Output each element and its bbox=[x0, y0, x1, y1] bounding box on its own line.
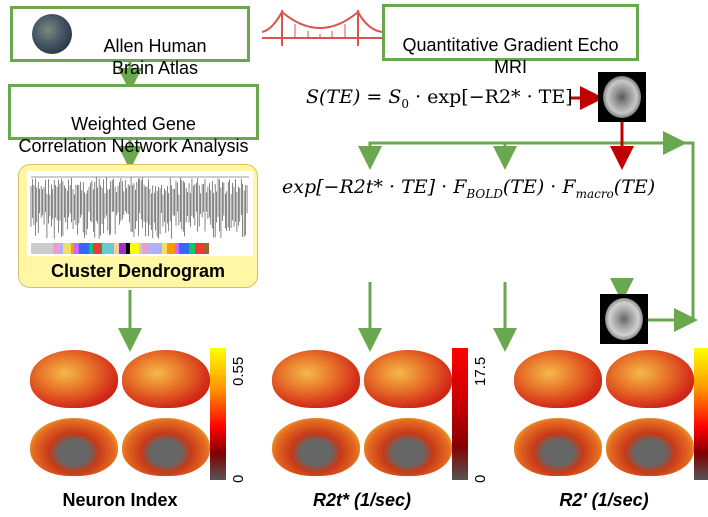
colorbar bbox=[694, 348, 708, 480]
brain-right-medial bbox=[122, 418, 210, 476]
qge-mri-box: Quantitative Gradient Echo MRI bbox=[382, 4, 639, 77]
colorbar-min-label: 0 bbox=[472, 474, 489, 483]
module-color-band bbox=[195, 243, 203, 254]
signal-s0: S bbox=[388, 86, 402, 108]
colorbar-max-label: 0.55 bbox=[230, 356, 247, 386]
dendrogram-box: Cluster Dendrogram bbox=[18, 164, 258, 288]
module-color-band bbox=[71, 243, 74, 254]
module-color-band bbox=[139, 243, 142, 254]
module-color-band bbox=[59, 243, 63, 254]
brain-right-medial bbox=[606, 418, 694, 476]
module-color-band bbox=[74, 243, 79, 254]
module-color-band bbox=[89, 243, 93, 254]
green-arrows bbox=[118, 60, 698, 352]
signal-lhs: S(TE) bbox=[306, 86, 361, 108]
module-color-band bbox=[99, 243, 102, 254]
colorbar-max-label: 17.5 bbox=[472, 356, 489, 386]
brain-left-lateral bbox=[272, 350, 360, 408]
module-color-band bbox=[126, 243, 130, 254]
decomp-fbold-arg: (TE) bbox=[502, 176, 545, 198]
colorbar-min-label: 0 bbox=[230, 474, 247, 483]
module-color-band bbox=[162, 243, 167, 254]
decomp-dot1: · bbox=[441, 176, 448, 198]
module-color-band bbox=[189, 243, 195, 254]
brain-right-lateral bbox=[606, 350, 694, 408]
allen-atlas-label: Allen Human Brain Atlas bbox=[103, 36, 207, 78]
brain-map-caption: R2′ (1/sec) bbox=[559, 490, 649, 510]
module-color-band bbox=[119, 243, 126, 254]
module-color-band bbox=[102, 243, 114, 254]
decomp-fmacro-sub: macro bbox=[575, 186, 614, 201]
red-arrows bbox=[569, 86, 634, 170]
dendrogram-caption: Cluster Dendrogram bbox=[50, 261, 226, 281]
module-color-band bbox=[53, 243, 59, 254]
mri-slice-top bbox=[598, 72, 646, 122]
wgcna-box: Weighted Gene Correlation Network Analys… bbox=[8, 84, 259, 156]
module-color-band bbox=[79, 243, 89, 254]
brain-left-lateral bbox=[30, 350, 118, 408]
brain-right-lateral bbox=[122, 350, 210, 408]
colorbar bbox=[452, 348, 468, 480]
brain-left-medial bbox=[514, 418, 602, 476]
brain-map-caption: R2t* (1/sec) bbox=[312, 490, 412, 510]
module-color-band bbox=[179, 243, 189, 254]
module-color-band bbox=[167, 243, 175, 254]
brain-left-medial bbox=[272, 418, 360, 476]
brain-right-lateral bbox=[364, 350, 452, 408]
brain-map-caption: Neuron Index bbox=[62, 490, 178, 510]
module-color-band bbox=[93, 243, 99, 254]
decomp-fmacro-arg: (TE) bbox=[613, 176, 656, 198]
decomposition-equation: exp[−R2t* · TE] · FBOLD(TE) · Fmacro(TE) bbox=[282, 176, 655, 201]
wgcna-label: Weighted Gene Correlation Network Analys… bbox=[18, 114, 249, 156]
brain-atlas-thumbnail bbox=[32, 14, 72, 54]
module-color-band bbox=[31, 243, 53, 254]
signal-rest: · exp[−R2* · TE] bbox=[409, 86, 573, 108]
decomp-fbold: F bbox=[453, 176, 467, 198]
module-color-band bbox=[63, 243, 71, 254]
module-color-band bbox=[142, 243, 148, 254]
decomp-dot2: · bbox=[550, 176, 557, 198]
module-color-band bbox=[114, 243, 119, 254]
brain-left-medial bbox=[30, 418, 118, 476]
dendrogram-plot bbox=[27, 171, 253, 256]
brain-map-panel: 1.10 bbox=[514, 348, 708, 483]
decomp-fmacro: F bbox=[562, 176, 576, 198]
signal-eq: = bbox=[360, 86, 389, 108]
decomp-tissue-term: exp[−R2t* · TE] bbox=[282, 176, 436, 198]
bridge-icon bbox=[261, 10, 383, 46]
signal-s0-sub: 0 bbox=[401, 96, 410, 111]
brain-right-medial bbox=[364, 418, 452, 476]
decomp-fbold-sub: BOLD bbox=[466, 186, 503, 201]
brain-left-lateral bbox=[514, 350, 602, 408]
signal-equation: S(TE) = S0 · exp[−R2* · TE] bbox=[306, 86, 573, 111]
module-color-band bbox=[203, 243, 209, 254]
brain-map-panel: 0.55 0 bbox=[30, 348, 247, 483]
module-color-band bbox=[148, 243, 162, 254]
mri-slice-filtered bbox=[600, 294, 648, 344]
qge-mri-label: Quantitative Gradient Echo MRI bbox=[402, 35, 619, 77]
module-color-band bbox=[175, 243, 179, 254]
colorbar bbox=[210, 348, 226, 480]
module-color-band bbox=[130, 243, 139, 254]
